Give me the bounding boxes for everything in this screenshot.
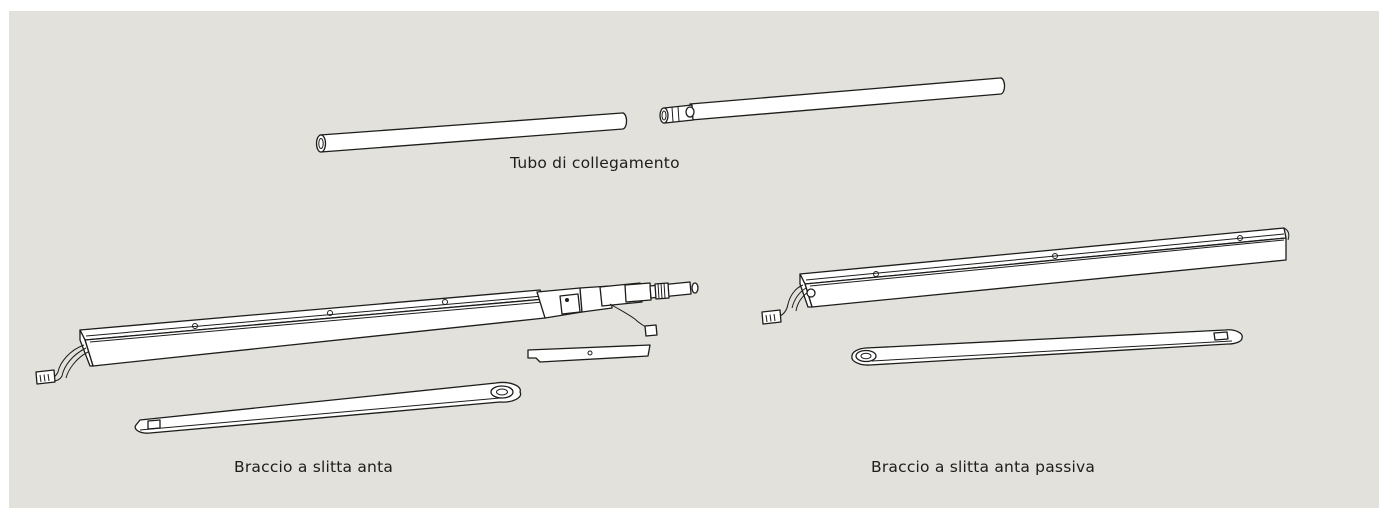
connecting-tube-right <box>659 77 1006 124</box>
mounting-plate <box>527 344 651 363</box>
slide-rail-active <box>35 289 546 385</box>
connecting-tube-left <box>315 112 628 153</box>
slide-rail-passive <box>761 227 1290 325</box>
slide-arm-passive <box>851 329 1243 366</box>
caption-slide-arm-active: Braccio a slitta anta <box>234 458 394 476</box>
drive-unit <box>536 281 699 337</box>
caption-slide-arm-passive: Braccio a slitta anta passiva <box>871 458 1096 476</box>
caption-connecting-tube: Tubo di collegamento <box>510 154 680 172</box>
slide-arm-active <box>134 381 522 434</box>
